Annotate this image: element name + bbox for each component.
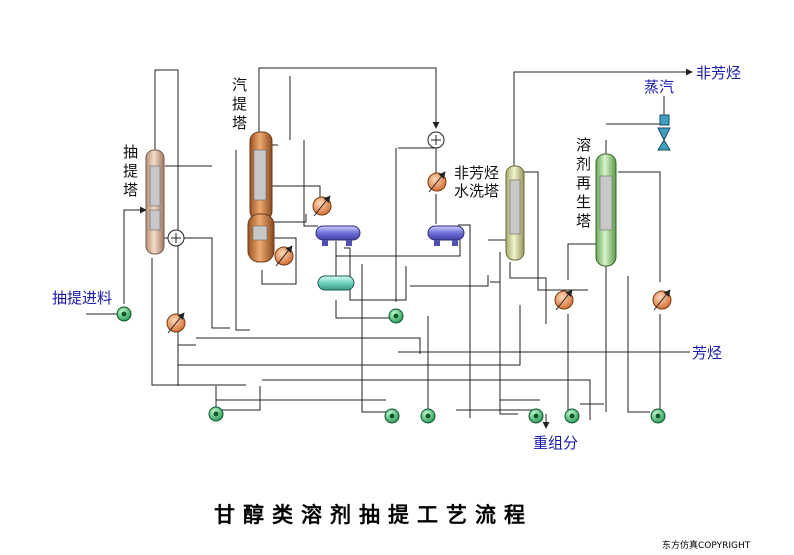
mixer-node-2 [427, 131, 445, 149]
regenerator-tower [595, 153, 617, 267]
pump-feed [116, 306, 132, 322]
exchanger-4 [427, 171, 447, 193]
label-feed: 抽提进料 [52, 289, 112, 307]
label-stripper-tower: 汽提塔 [232, 76, 247, 132]
pump-4 [388, 308, 404, 324]
stripper-tower [247, 131, 275, 263]
pumps [116, 306, 666, 424]
label-heavy: 重组分 [533, 434, 578, 452]
tower-labels: 抽提塔 汽提塔 非芳烃水洗塔 溶剂再生塔 [123, 76, 591, 230]
copyright: 东方仿真COPYRIGHT [662, 539, 751, 551]
pump-3 [420, 408, 436, 424]
pump-1 [208, 406, 224, 422]
exchanger-1 [166, 312, 186, 334]
extraction-tower [145, 149, 165, 255]
mixer-node-1 [167, 229, 185, 247]
exchanger-5 [554, 289, 574, 311]
label-extraction-tower: 抽提塔 [123, 143, 138, 199]
label-water-wash-tower: 非芳烃水洗塔 [454, 164, 499, 200]
pump-2 [384, 408, 400, 424]
label-aromatics: 芳烃 [692, 344, 722, 362]
water-wash-tower [505, 165, 525, 261]
label-regenerator-tower: 溶剂再生塔 [576, 136, 591, 230]
pump-7 [650, 408, 666, 424]
label-non-aromatics: 非芳烃 [696, 64, 741, 82]
page-title: 甘醇类溶剂抽提工艺流程 [214, 502, 533, 527]
drum-condensate [315, 225, 361, 246]
pump-5 [528, 408, 544, 424]
label-steam: 蒸汽 [644, 78, 674, 96]
exchanger-3 [274, 245, 294, 267]
heat-exchangers [166, 171, 672, 334]
steam-valve [657, 114, 671, 151]
drum-reflux [427, 225, 465, 246]
pump-6 [564, 408, 580, 424]
drum-water [317, 275, 355, 291]
stream-labels: 抽提进料 蒸汽 非芳烃 芳烃 重组分 [52, 64, 741, 452]
exchanger-2 [312, 195, 332, 217]
exchanger-6 [652, 289, 672, 311]
